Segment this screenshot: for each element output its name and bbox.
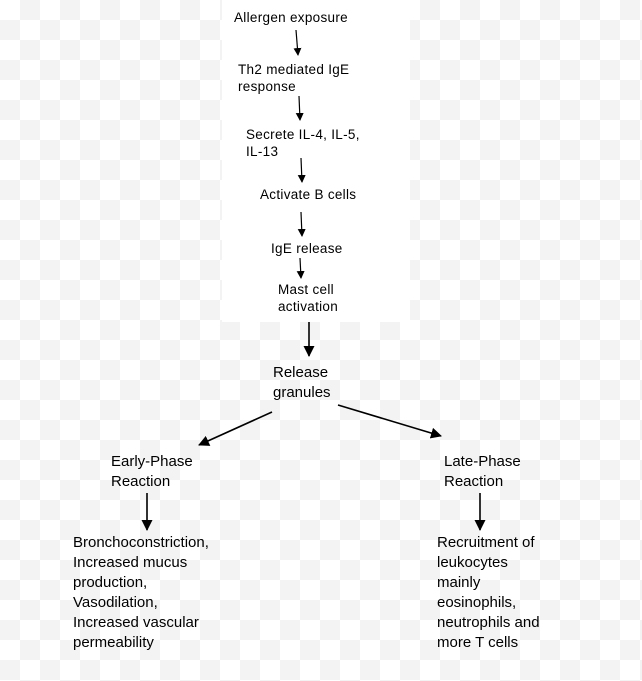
node-mast-cell-activation: Mast cell activation [278, 281, 338, 315]
upper-flow-panel [222, 0, 410, 322]
node-release-granules: Release granules [273, 363, 331, 403]
node-allergen-exposure: Allergen exposure [234, 10, 348, 25]
early-effect-line: Vasodilation, [73, 594, 158, 611]
arrow-ige-to-mast [296, 257, 305, 279]
node-activate-b-cells: Activate B cells [260, 187, 357, 202]
node-th2-response: Th2 mediated IgE response [238, 61, 349, 95]
node-late-phase-effects: Recruitment of leukocytes mainly eosinop… [437, 533, 540, 653]
early-effect-line: Bronchoconstriction, [73, 534, 209, 551]
node-ige-release: IgE release [271, 241, 343, 256]
late-effect-line: more T cells [437, 634, 519, 651]
node-th2-line-2: response [238, 79, 296, 94]
node-release-line-1: Release [273, 364, 329, 381]
node-late-phase-reaction: Late-Phase Reaction [444, 452, 521, 492]
node-th2-line-1: Th2 mediated IgE [238, 62, 350, 77]
late-effect-line: mainly [437, 574, 481, 591]
late-effect-line: leukocytes [437, 554, 508, 571]
node-secrete-line-2: IL-13 [246, 144, 279, 159]
late-effect-line: eosinophils, [437, 594, 517, 611]
arrow-th2-to-secrete [295, 95, 304, 121]
node-early-phase-effects: Bronchoconstriction, Increased mucus pro… [73, 533, 209, 653]
node-early-line-2: Reaction [111, 473, 171, 490]
arrow-release-to-late [337, 404, 442, 439]
arrow-release-to-early [198, 411, 273, 446]
late-effect-line: Recruitment of [437, 534, 535, 551]
node-late-line-1: Late-Phase [444, 453, 521, 470]
arrow-activate-to-ige [297, 211, 306, 237]
node-early-phase-reaction: Early-Phase Reaction [111, 452, 193, 492]
node-release-line-2: granules [273, 384, 331, 401]
arrow-secrete-to-activate [297, 157, 306, 183]
node-secrete-line-1: Secrete IL-4, IL-5, [246, 127, 360, 142]
early-effect-line: Increased mucus [73, 554, 188, 571]
early-effect-line: permeability [73, 634, 154, 651]
late-effect-line: neutrophils and [437, 614, 540, 631]
node-early-line-1: Early-Phase [111, 453, 193, 470]
node-secrete-interleukins: Secrete IL-4, IL-5, IL-13 [246, 126, 360, 160]
early-effect-line: production, [73, 574, 148, 591]
node-mast-line-2: activation [278, 299, 339, 314]
node-mast-line-1: Mast cell [278, 282, 334, 297]
arrow-allergen-to-th2 [293, 29, 302, 56]
early-effect-line: Increased vascular [73, 614, 199, 631]
node-late-line-2: Reaction [444, 473, 504, 490]
